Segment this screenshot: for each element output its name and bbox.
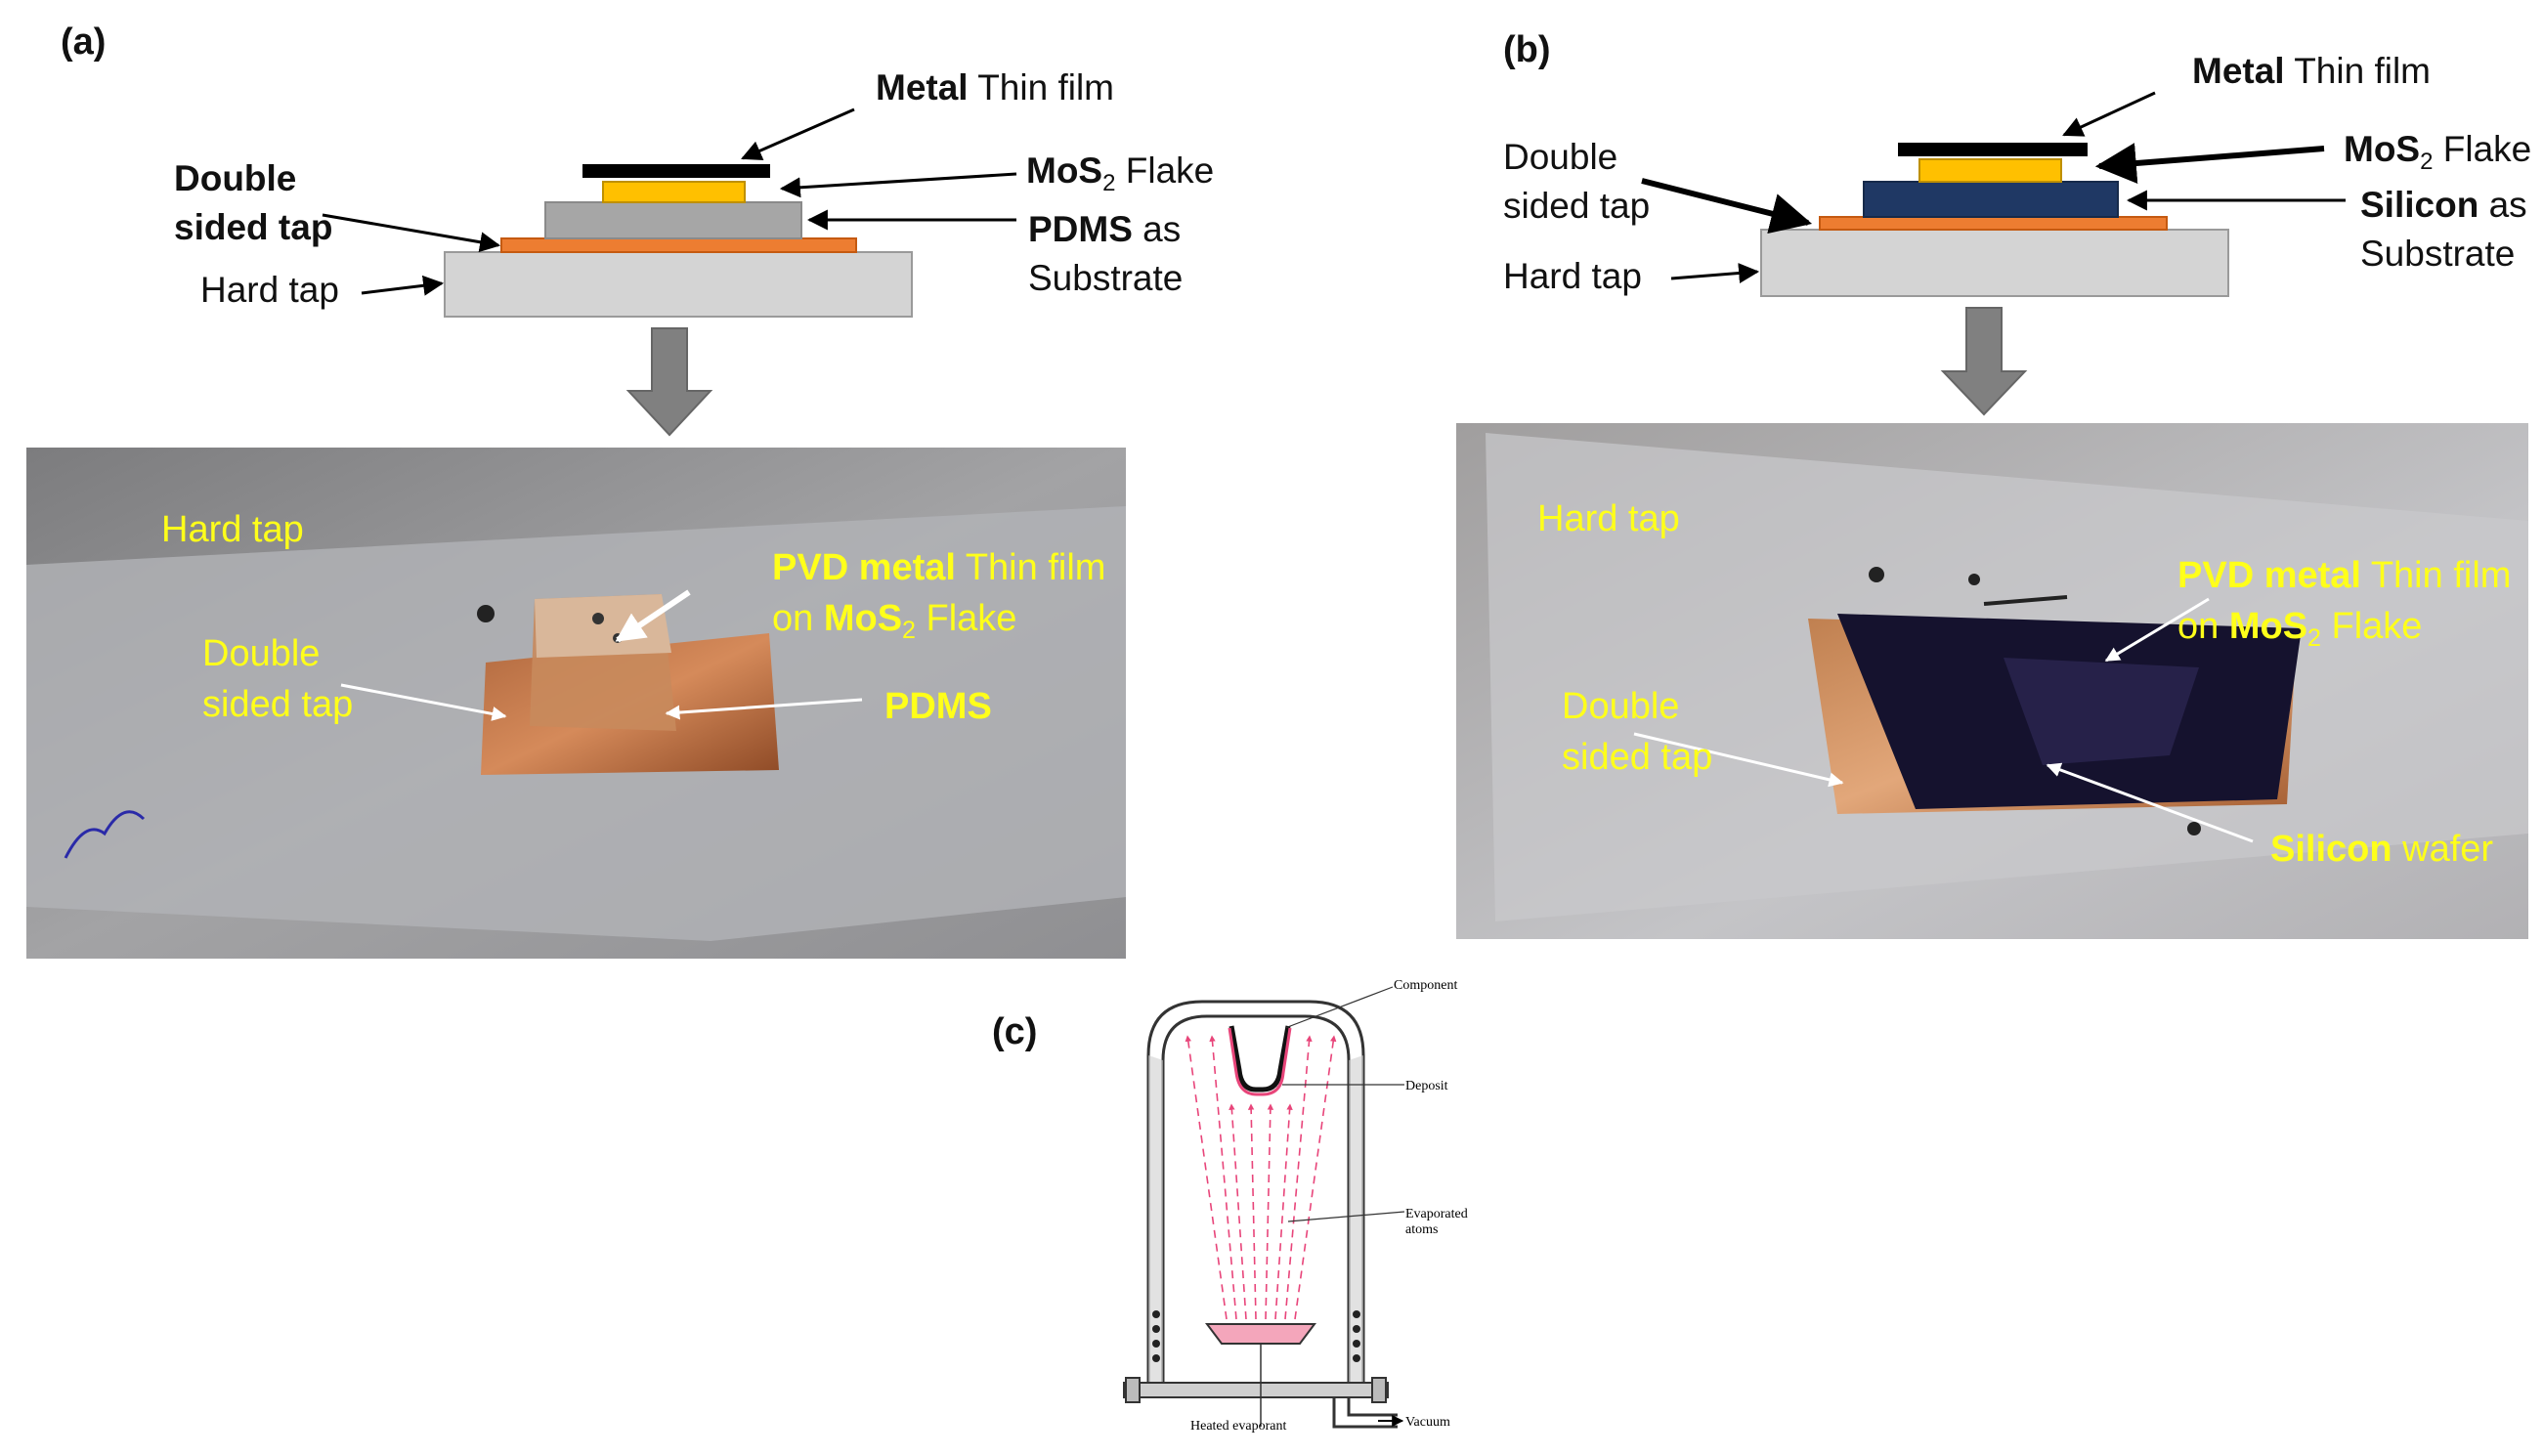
metal-film-layer	[582, 164, 770, 178]
a-metal-label: Metal Thin film	[876, 67, 1114, 107]
metal-film-layer-b	[1898, 143, 2088, 156]
hard-tape-layer-b	[1760, 229, 2229, 297]
panel-b-schematic	[1641, 91, 2346, 416]
b-hard-label: Hard tap	[1503, 256, 1642, 296]
double-sided-tape-layer	[500, 237, 857, 253]
c-deposit-label: Deposit	[1405, 1079, 1448, 1093]
silicon-layer	[1863, 181, 2119, 218]
deposit-layer	[1228, 1027, 1292, 1096]
b-mos2-label: MoS2 Flake	[2344, 129, 2532, 175]
b-metal-label: Metal Thin film	[2192, 51, 2431, 91]
panel-b-tag: (b)	[1503, 29, 1551, 70]
mos2-layer-b	[1918, 158, 2062, 183]
pdms-layer	[544, 201, 802, 239]
down-arrow-icon	[625, 327, 713, 437]
panel-c-pvd-chamber: Component Deposit Evaporated atoms Heate…	[1123, 978, 1468, 1434]
evaporant-boat	[1205, 1323, 1316, 1345]
component-shape	[1228, 1025, 1291, 1092]
panel-a-schematic	[322, 107, 1017, 437]
b-photo-hard-label: Hard tap	[1537, 498, 1680, 539]
c-component-label: Component	[1394, 978, 1457, 993]
panel-a-photo	[26, 448, 1126, 959]
double-sided-tape-layer-b	[1819, 216, 2168, 231]
a-photo-hard-label: Hard tap	[161, 509, 304, 550]
c-vacuum-label: Vacuum	[1405, 1415, 1450, 1430]
a-photo-pdms-label: PDMS	[884, 686, 992, 727]
c-evaporated-label-1: Evaporated	[1405, 1207, 1468, 1221]
mos2-layer	[602, 181, 746, 203]
panel-c-tag: (c)	[992, 1011, 1038, 1052]
panel-a-tag: (a)	[61, 21, 107, 63]
c-evaporated-label-2: atoms	[1405, 1222, 1438, 1237]
a-mos2-label: MoS2 Flake	[1026, 150, 1215, 196]
panel-b-photo	[1456, 423, 2528, 939]
down-arrow-icon-b	[1940, 307, 2028, 416]
a-hard-label: Hard tap	[200, 270, 339, 310]
b-photo-silicon-label: Silicon wafer	[2270, 829, 2494, 870]
c-heated-label: Heated evaporant	[1190, 1419, 1286, 1434]
hard-tape-layer	[444, 251, 913, 318]
